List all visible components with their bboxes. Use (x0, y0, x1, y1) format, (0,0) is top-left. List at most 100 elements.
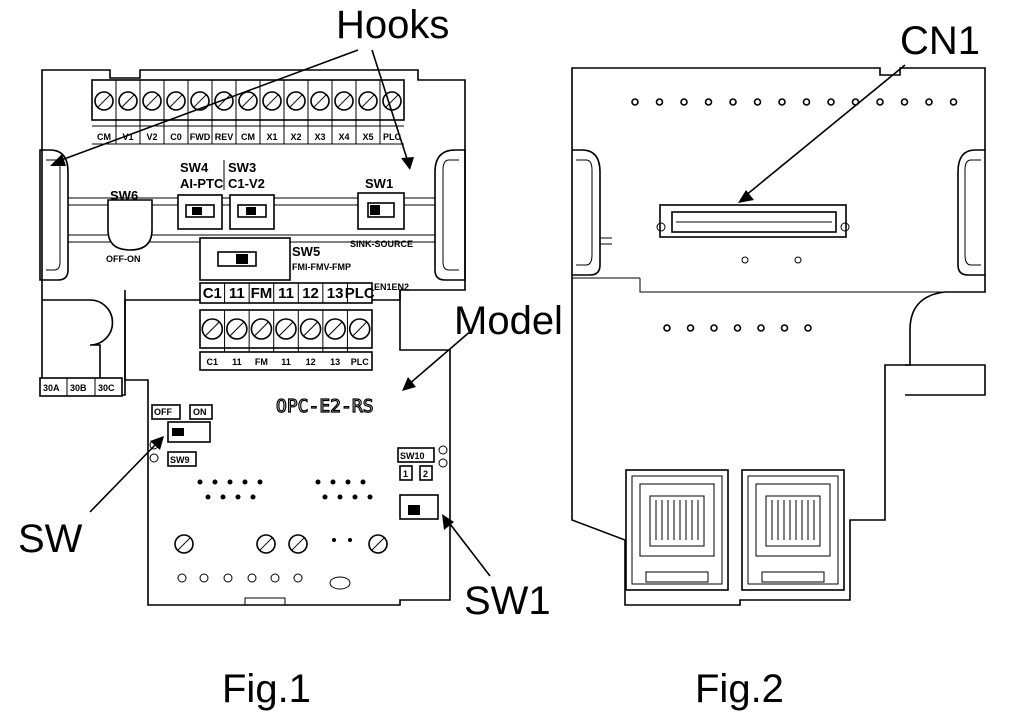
sw5-switch: SW5 FMI-FMV-FMP EN1EN2 (199, 237, 409, 292)
mid-terminal-label: 12 (306, 357, 316, 367)
board-dot (348, 538, 352, 542)
board-dot (242, 479, 248, 485)
board-dot (220, 494, 226, 500)
mid-header-label: 13 (327, 285, 344, 302)
mid-header-label: C1 (203, 285, 222, 302)
board-dot (631, 98, 639, 106)
relay-30b: 30B (70, 383, 87, 393)
board-hole (293, 573, 303, 583)
hooks-label: Hooks (336, 3, 449, 47)
sw-label: SW (18, 517, 83, 561)
sw1-board-label: SW1 (365, 176, 393, 191)
top-terminal-label: X3 (314, 132, 325, 142)
mid-header-label: 11 (278, 285, 294, 302)
top-terminal-label: X4 (338, 132, 349, 142)
mid-header-label: PLC (345, 285, 375, 302)
sw9-switch: OFF ON SW9 (149, 404, 213, 467)
sw6-switch: SW6 OFF-ON (106, 188, 153, 264)
model-label: Model (454, 299, 563, 343)
sw3-sub-label: C1-V2 (228, 176, 265, 191)
sw10-label: SW10 (400, 451, 425, 461)
sw9-off-label: OFF (154, 407, 172, 417)
top-terminal-label: REV (215, 132, 234, 142)
board-hole (247, 573, 257, 583)
mid-terminal-label: FM (255, 357, 268, 367)
fig1-holes (174, 479, 388, 590)
board-dot (352, 494, 358, 500)
board-hole (270, 573, 280, 583)
board-dot (804, 324, 812, 332)
model-text: OPC-E2-RS (276, 396, 374, 417)
board-dot (315, 479, 321, 485)
sw4-label: SW4 (180, 160, 209, 175)
relay-30a: 30A (43, 383, 60, 393)
board-dot (704, 98, 713, 106)
board-dot (802, 98, 811, 106)
board-dot (367, 494, 373, 500)
top-terminal-label: V1 (122, 132, 133, 142)
sw10-pos-1: 1 (403, 469, 408, 479)
rj45-port-2 (741, 469, 845, 591)
callout-arrows (50, 49, 906, 577)
top-terminal-label: V2 (146, 132, 157, 142)
top-terminal-label: FWD (190, 132, 211, 142)
sw6-label: SW6 (110, 188, 138, 203)
fig2-holes (631, 98, 958, 332)
sw1-switch: SW1 SINK-SOURCE (350, 176, 413, 249)
rj45-port-1 (625, 469, 729, 591)
board-dot (778, 98, 786, 106)
board-dot (655, 98, 664, 106)
board-dot (235, 494, 241, 500)
mid-header-label: 12 (302, 285, 319, 302)
sw5-label: SW5 (292, 244, 320, 259)
mid-header-label: FM (251, 285, 273, 302)
fig2-board (571, 67, 986, 606)
board-dot (757, 324, 765, 332)
sw10-switch: SW10 1 2 (397, 445, 448, 520)
top-terminal-label: C0 (170, 132, 182, 142)
board-dot (322, 494, 328, 500)
sw9-on-label: ON (193, 407, 207, 417)
board-hole (177, 573, 187, 583)
board-dot (753, 98, 762, 106)
sw10-pos-2: 2 (423, 469, 428, 479)
sw9-label: SW9 (170, 455, 190, 465)
sw1-sub-label: SINK-SOURCE (350, 239, 413, 249)
mid-terminal-label: C1 (207, 357, 219, 367)
mid-terminal-label: PLC (351, 357, 370, 367)
top-terminal-label: CM (241, 132, 255, 142)
board-dot (729, 98, 737, 106)
mid-terminal-label: 13 (330, 357, 340, 367)
fig1-caption: Fig.1 (222, 667, 311, 711)
board-slot (329, 576, 351, 590)
board-dot (212, 479, 218, 485)
board-dot (250, 494, 256, 500)
fig2-caption: Fig.2 (695, 667, 784, 711)
board-hole (199, 573, 209, 583)
sw1-callout-label: SW1 (464, 579, 551, 623)
top-terminal-label: X2 (290, 132, 301, 142)
board-dot (345, 479, 351, 485)
board-dot (686, 324, 695, 332)
mid-terminal-label: 11 (232, 357, 242, 367)
board-dot (733, 324, 742, 332)
sw3-label: SW3 (228, 160, 256, 175)
board-dot (680, 98, 688, 106)
sw5-sub-label: FMI-FMV-FMP (292, 262, 351, 272)
sw4-sw3-switches: SW4 AI-PTC SW3 C1-V2 (177, 160, 275, 230)
board-dot (332, 538, 336, 542)
board-dot (949, 98, 958, 106)
board-dot (876, 98, 884, 106)
board-dot (710, 324, 718, 332)
en-label: EN1EN2 (374, 282, 409, 292)
board-dot (330, 479, 336, 485)
top-terminal-label: X5 (362, 132, 373, 142)
sw6-sub-label: OFF-ON (106, 254, 141, 264)
board-dot (197, 479, 203, 485)
relay-30c: 30C (98, 383, 115, 393)
board-dot (205, 494, 211, 500)
board-hole (223, 573, 233, 583)
board-dot (925, 98, 933, 106)
board-dot (827, 98, 835, 106)
